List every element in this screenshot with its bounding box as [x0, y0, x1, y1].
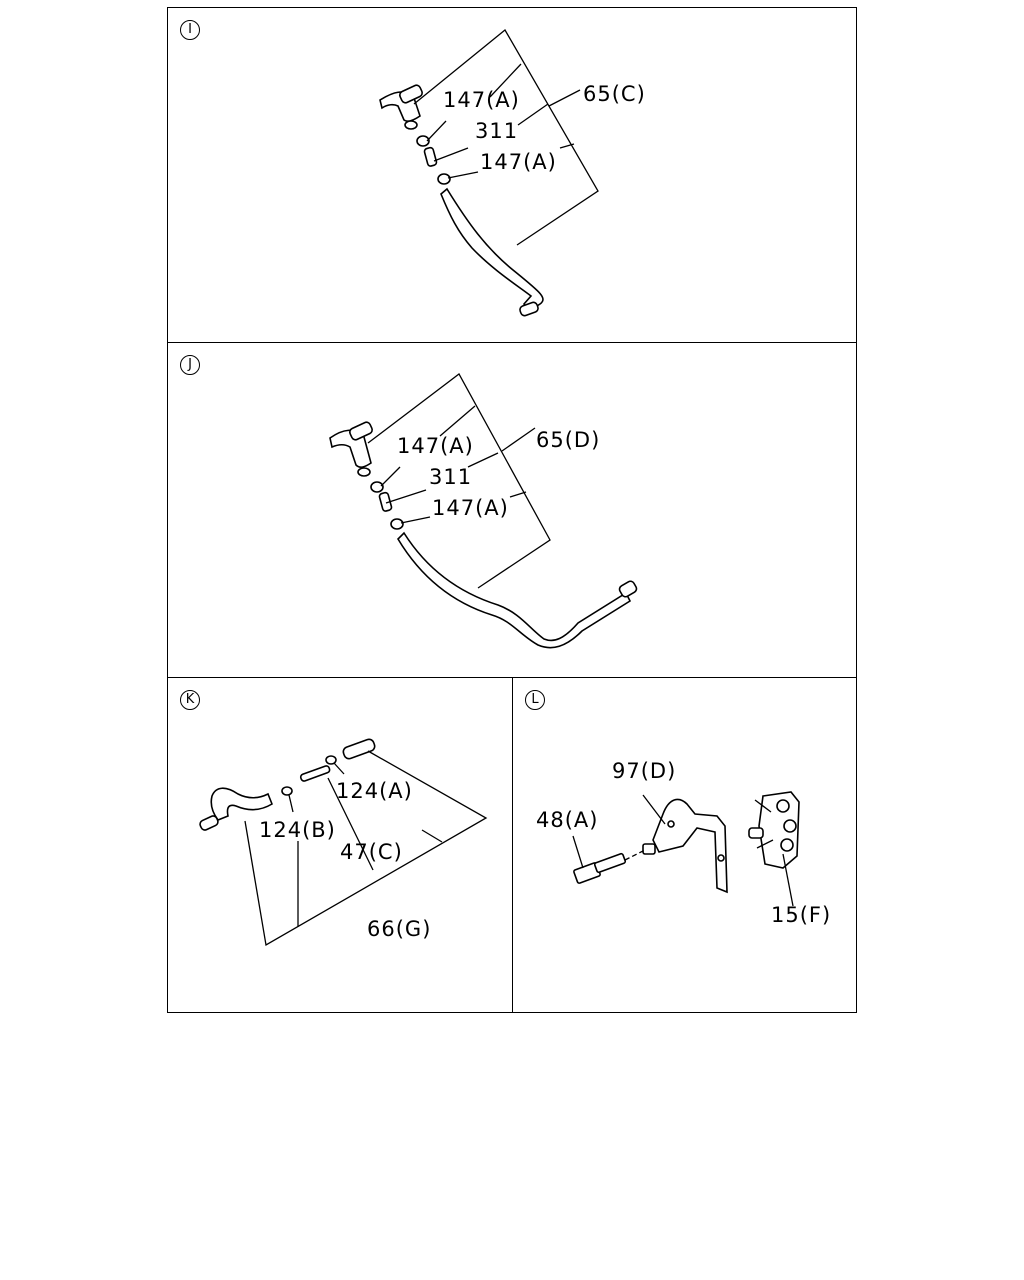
label-joint: 311: [475, 119, 519, 143]
bolt: [573, 852, 627, 884]
panel-i: I 147(A) 311 147: [167, 7, 857, 344]
leader-lines: [367, 373, 551, 589]
lower-hose: [440, 187, 544, 317]
label-clamp-top: 147(A): [397, 434, 474, 458]
clamp-a: [325, 755, 337, 765]
label-clamp-top: 147(A): [443, 88, 520, 112]
clamp-b: [281, 786, 293, 796]
clamp-bottom: [390, 518, 404, 530]
pipe-c: [299, 765, 331, 782]
hose-assembly-g-diagram: [199, 738, 488, 947]
upper-hose: [329, 421, 373, 477]
leader-lines: [413, 29, 599, 246]
upper-hose: [379, 84, 423, 130]
label-clamp-b: 124(B): [259, 818, 336, 842]
clamp-top: [370, 481, 384, 493]
panel-badge-j: J: [180, 355, 200, 375]
bracket-clip-diagram: [572, 791, 800, 907]
label-clamp-bottom: 147(A): [480, 150, 557, 174]
clip: [748, 791, 800, 869]
hose-assembly-c-diagram: [379, 29, 599, 317]
label-clip: 15(F): [771, 903, 832, 927]
bent-hose: [199, 787, 273, 831]
clamp-top: [416, 135, 430, 147]
label-hose: 65(D): [536, 428, 601, 452]
joint-pipe: [378, 491, 393, 512]
hose-assembly-d-diagram: [329, 373, 638, 649]
panel-badge-i: I: [180, 20, 200, 40]
label-clamp-bottom: 147(A): [432, 496, 509, 520]
leader-lines: [244, 750, 488, 947]
label-hose: 66(G): [367, 917, 432, 941]
bracket: [642, 798, 728, 894]
label-pipe: 47(C): [340, 840, 403, 864]
leader-lines: [572, 794, 794, 907]
label-bolt: 48(A): [536, 808, 599, 832]
label-joint: 311: [429, 465, 473, 489]
label-clamp-a: 124(A): [336, 779, 413, 803]
straight-hose: [342, 738, 376, 760]
panel-l: L 97(D) 48(A) 15(F): [512, 677, 857, 1013]
panel-badge-k: K: [180, 690, 200, 710]
label-hose: 65(C): [583, 82, 646, 106]
panel-j: J 147(A) 311 147: [167, 342, 857, 679]
panel-badge-l: L: [525, 690, 545, 710]
label-bracket: 97(D): [612, 759, 677, 783]
panel-k: K 124(A) 124(B) 47(C) 66(G): [167, 677, 514, 1013]
joint-pipe: [423, 146, 438, 167]
lower-hose: [396, 531, 638, 649]
clamp-bottom: [437, 173, 451, 185]
